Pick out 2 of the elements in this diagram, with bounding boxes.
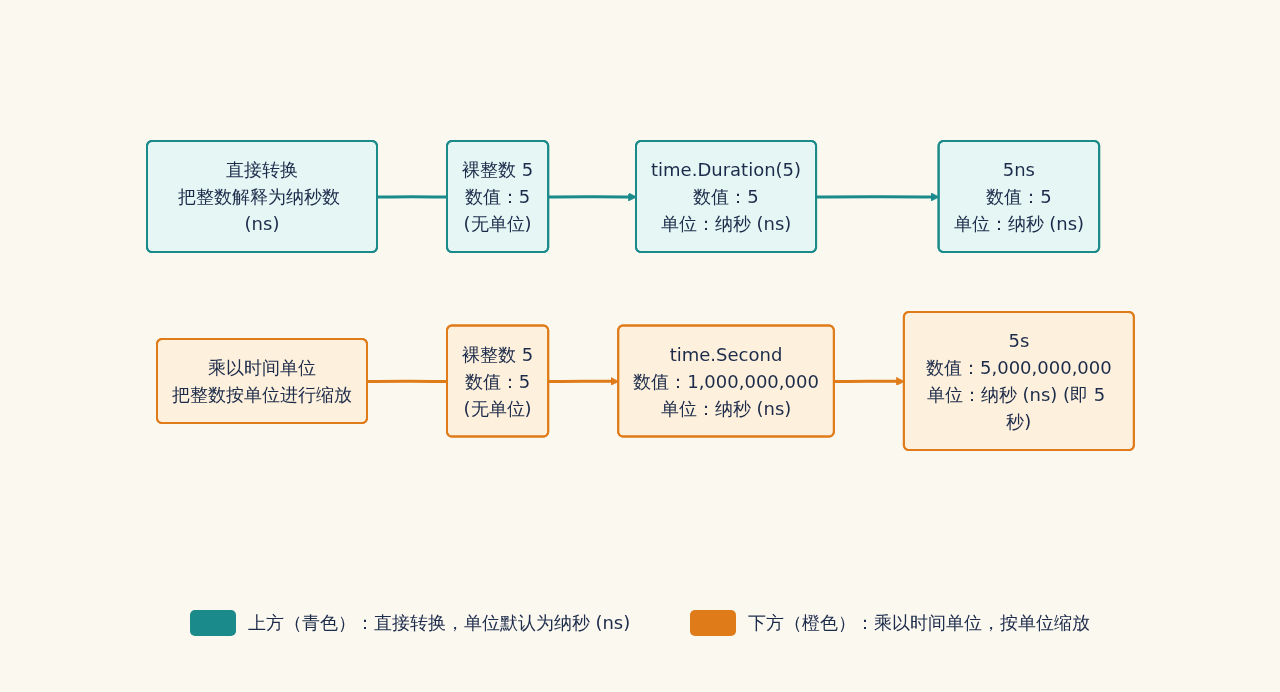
legend-text: 上方（青色）：直接转换，单位默认为纳秒 (ns) — [247, 611, 631, 635]
legend-text: 下方（橙色）：乘以时间单位，按单位缩放 — [748, 611, 1091, 635]
